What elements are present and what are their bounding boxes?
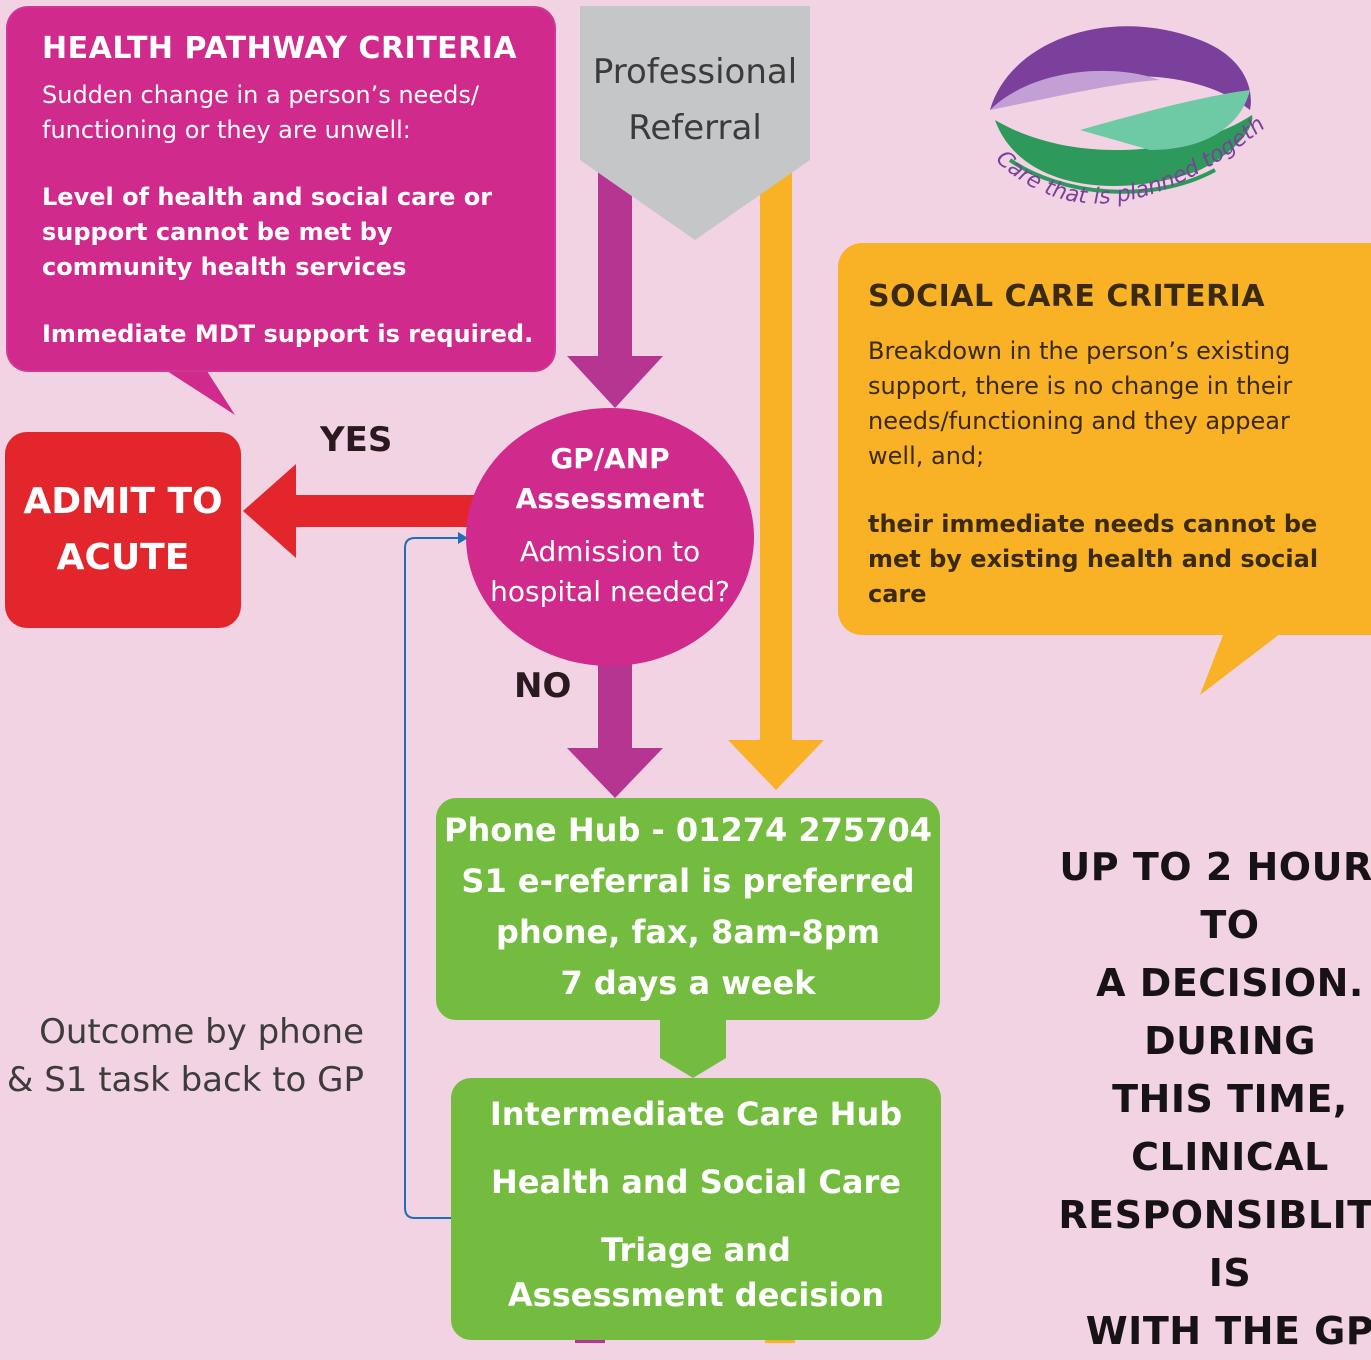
clinical-responsibility-note: UP TO 2 HOURS TO A DECISION. DURING THIS…: [1040, 838, 1371, 1360]
referral-line2: Referral: [628, 108, 762, 148]
gp-line4: hospital needed?: [490, 575, 730, 608]
note-line3: THIS TIME,: [1112, 1077, 1348, 1121]
outcome-line2: & S1 task back to GP: [6, 1060, 364, 1100]
social-care-box: SOCIAL CARE CRITERIA Breakdown in the pe…: [838, 243, 1371, 635]
outcome-line1: Outcome by phone: [39, 1012, 364, 1052]
note-line1: UP TO 2 HOURS TO: [1059, 845, 1371, 947]
social-box-tail: [1200, 630, 1285, 695]
orange-arrow-shaft: [760, 160, 792, 742]
health-pathway-box: HEALTH PATHWAY CRITERIA Sudden change in…: [6, 6, 556, 372]
health-pathway-intro: Sudden change in a person’s needs/ funct…: [42, 81, 479, 144]
yes-label: YES: [320, 420, 393, 460]
professional-referral: Professional Referral: [582, 44, 808, 156]
phone-hub-line3: phone, fax, 8am-8pm: [496, 913, 880, 951]
outcome-note: Outcome by phone & S1 task back to GP: [0, 1008, 364, 1104]
hub-connector-chevron: [660, 1020, 726, 1078]
social-care-title: SOCIAL CARE CRITERIA: [868, 279, 1266, 314]
care-hub-line3: Triage and: [601, 1231, 791, 1269]
health-box-tail: [150, 360, 235, 415]
health-pathway-criteria: Level of health and social care or suppo…: [42, 183, 493, 281]
gp-to-phone-arrow-head: [567, 748, 663, 798]
care-hub-line4: Assessment decision: [507, 1276, 885, 1314]
orange-arrow-head: [728, 740, 824, 790]
gp-line2: Assessment: [515, 482, 705, 515]
referral-to-gp-arrow-head: [567, 356, 663, 408]
care-hub-line2: Health and Social Care: [491, 1163, 901, 1201]
admit-line1: ADMIT TO: [23, 481, 223, 522]
yes-arrow-head: [243, 464, 296, 558]
note-line6: WITH THE GP: [1085, 1309, 1371, 1353]
yes-arrow-shaft: [290, 495, 475, 527]
gp-line3: Admission to: [519, 535, 701, 568]
phone-hub-line1: Phone Hub - 01274 275704: [444, 811, 932, 849]
gp-to-phone-arrow-shaft: [598, 650, 632, 752]
referral-to-gp-arrow-shaft: [598, 160, 632, 360]
admit-to-acute-box: ADMIT TO ACUTE: [5, 432, 241, 628]
no-label: NO: [514, 666, 572, 706]
gp-line1: GP/ANP: [550, 442, 670, 475]
logo-hands-icon: [990, 26, 1253, 194]
care-hub-line1: Intermediate Care Hub: [489, 1095, 903, 1133]
referral-line1: Professional: [592, 52, 798, 92]
phone-hub-box: Phone Hub - 01274 275704 S1 e-referral i…: [436, 798, 940, 1020]
note-line4: CLINICAL: [1131, 1135, 1329, 1179]
intermediate-care-hub-box: Intermediate Care Hub Health and Social …: [451, 1078, 941, 1340]
feedback-line-arrowhead: [458, 532, 468, 544]
gp-assessment-node: GP/ANP Assessment Admission to hospital …: [466, 408, 754, 666]
social-care-intro: Breakdown in the person’s existing suppo…: [868, 337, 1293, 470]
health-pathway-title: HEALTH PATHWAY CRITERIA: [42, 31, 518, 66]
note-line2: A DECISION. DURING: [1096, 961, 1364, 1063]
referral-shape: [580, 6, 810, 240]
admit-line2: ACUTE: [56, 537, 190, 578]
phone-hub-line2: S1 e-referral is preferred: [461, 862, 915, 900]
health-pathway-mdt: Immediate MDT support is required.: [42, 320, 534, 348]
feedback-line: [404, 537, 458, 1219]
phone-hub-line4: 7 days a week: [560, 964, 816, 1002]
social-care-criteria: their immediate needs cannot be met by e…: [868, 510, 1319, 608]
note-line5: RESPONSIBLITY IS: [1058, 1193, 1371, 1295]
